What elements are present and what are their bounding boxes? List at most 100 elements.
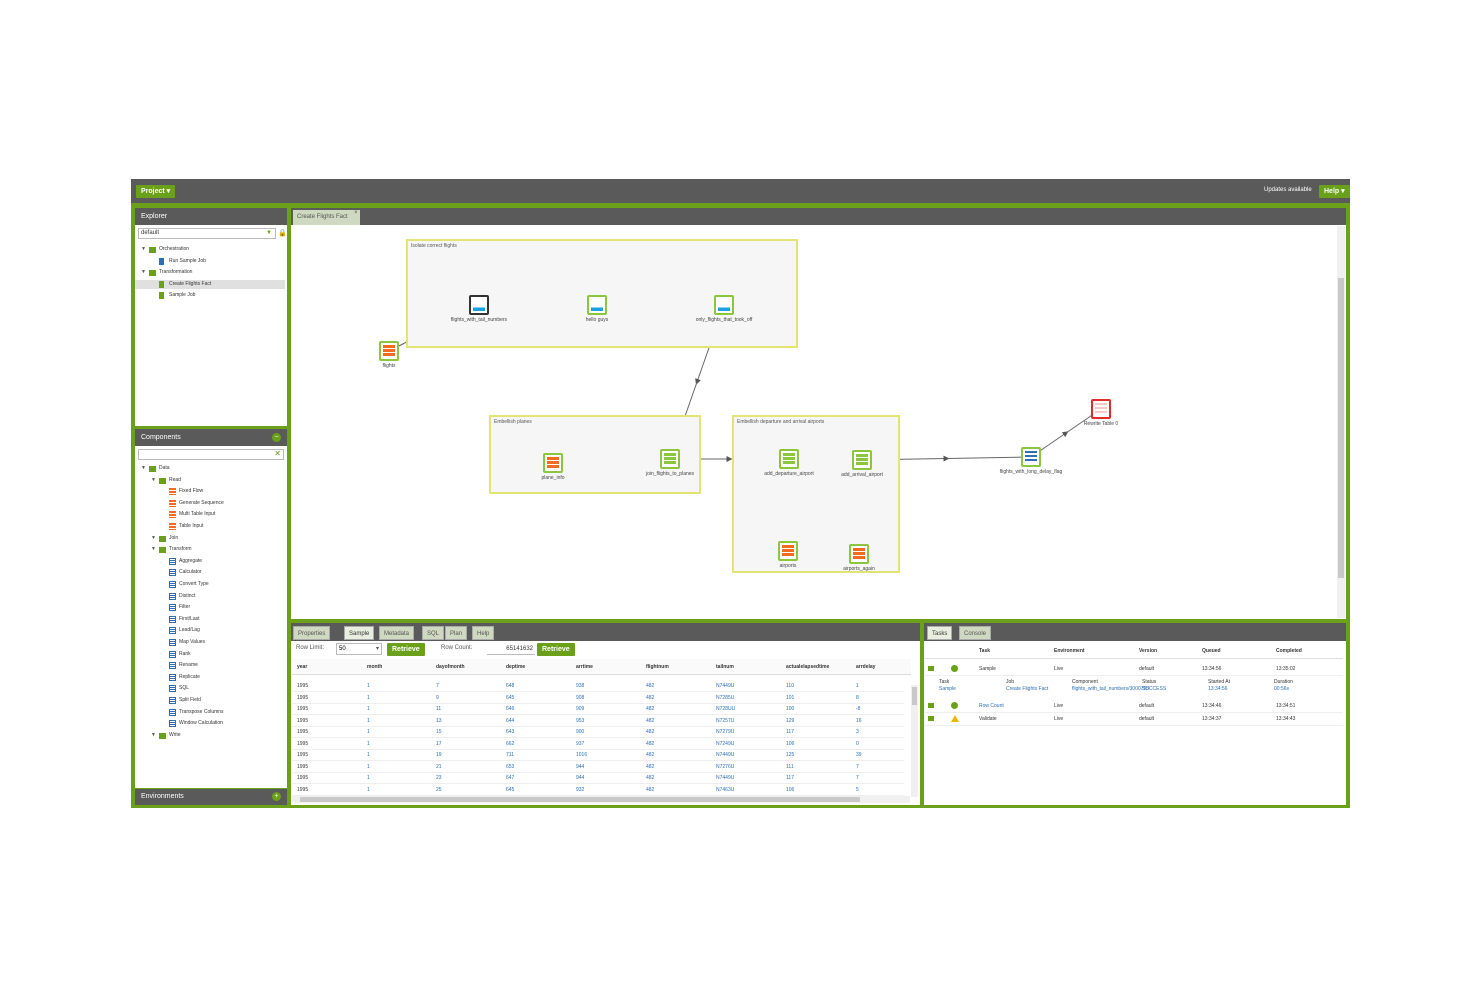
canvas-scrollbar[interactable] [1337,226,1345,618]
expand-arrow-icon[interactable]: ▼ [151,534,156,541]
tree-item[interactable]: Convert Type [135,580,285,589]
tree-item[interactable]: Map Values [135,638,285,647]
expand-arrow-icon[interactable]: ▼ [151,546,156,553]
lock-icon[interactable]: 🔒 [278,230,287,237]
group-box[interactable]: Isolate correct flights [406,239,798,348]
row-limit-select[interactable]: 50 ▾ [336,643,382,655]
column-header[interactable]: year [297,664,308,670]
column-header[interactable]: arrtime [576,664,593,670]
component-node[interactable] [852,450,872,470]
tab-metadata[interactable]: Metadata [379,626,415,640]
retrieve-limit-button[interactable]: Retrieve [387,643,425,656]
tree-item[interactable]: ▼Transform [135,545,285,554]
tree-item[interactable]: ▼Read [135,476,285,485]
group-box[interactable]: Embellish departure and arrival airports [732,415,900,573]
column-header[interactable]: Environment [1054,648,1085,654]
tree-item[interactable]: Split Field [135,696,285,705]
updates-link[interactable]: Updates available [1264,187,1312,193]
close-icon[interactable]: × [354,210,358,216]
tree-item[interactable]: Replicate [135,673,285,682]
clear-icon[interactable]: ✕ [274,449,281,458]
tree-item[interactable]: ▼Write [135,731,285,740]
project-menu-button[interactable]: Project ▾ [136,185,176,198]
tree-item[interactable]: Fixed Flow [135,487,285,496]
tree-item[interactable]: Transpose Columns [135,708,285,717]
tab-properties[interactable]: Properties [293,626,331,640]
help-menu-button[interactable]: Help ▾ [1319,185,1350,198]
tab-tasks[interactable]: Tasks [927,626,953,640]
column-header[interactable]: deptime [506,664,526,670]
component-node[interactable] [379,341,399,361]
expand-row-icon[interactable] [928,716,934,721]
expand-icon[interactable]: + [272,792,281,801]
collapse-icon[interactable]: − [272,433,281,442]
scrollbar-thumb[interactable] [1338,278,1344,578]
expand-arrow-icon[interactable]: ▼ [141,465,146,471]
tree-item[interactable]: Aggregate [135,557,285,566]
component-node[interactable] [779,449,799,469]
tree-item[interactable]: SQL [135,684,285,693]
component-node[interactable] [849,544,869,564]
tree-item[interactable]: ▼Transformation [135,268,285,277]
tab-console[interactable]: Console [959,626,992,640]
component-node[interactable] [587,295,607,315]
column-header[interactable]: actualelapsedtime [786,664,830,670]
tab-plan[interactable]: Plan [445,626,468,640]
tab-help[interactable]: Help [472,626,495,640]
component-search-input[interactable]: ✕ [138,449,284,460]
column-header[interactable]: dayofmonth [436,664,465,670]
column-header[interactable]: month [367,664,383,670]
group-title: Embellish planes [494,419,532,425]
tree-item[interactable]: Rank [135,650,285,659]
column-header[interactable]: flightnum [646,664,669,670]
grid-hscrollbar[interactable] [292,796,910,803]
tree-item[interactable]: Run Sample Job [135,257,285,266]
component-node[interactable] [714,295,734,315]
chevron-down-icon: ▾ [375,646,379,652]
column-header[interactable]: Task [979,648,991,654]
tree-item[interactable]: Table Input [135,522,285,531]
tree-item[interactable]: Filter [135,603,285,612]
tree-item[interactable]: ▼Join [135,534,285,543]
tree-item[interactable]: Multi Table Input [135,510,285,519]
component-node[interactable] [778,541,798,561]
component-node[interactable] [660,449,680,469]
tab-create-flights-fact[interactable]: Create Flights Fact × [293,210,360,225]
tree-item[interactable]: Window Calculation [135,719,285,728]
tree-item[interactable]: Lead/Lag [135,626,285,635]
column-header[interactable]: Queued [1202,648,1221,654]
expand-arrow-icon[interactable]: ▼ [141,269,146,276]
component-node[interactable] [469,295,489,315]
tree-item[interactable]: Distinct [135,592,285,601]
expand-arrow-icon[interactable]: ▼ [141,246,146,252]
environments-panel[interactable]: Environments + [135,789,287,805]
folder-icon [149,270,156,277]
tree-item[interactable]: Create Flights Fact [135,279,285,289]
column-header[interactable]: Version [1139,648,1158,654]
component-node[interactable] [1091,399,1111,419]
column-header[interactable]: arrdelay [856,664,876,670]
scrollbar-thumb[interactable] [300,797,860,802]
component-node[interactable] [1021,447,1041,467]
scrollbar-thumb[interactable] [912,687,917,705]
column-header[interactable]: tailnum [716,664,734,670]
column-header[interactable]: Completed [1276,648,1302,654]
tree-item[interactable]: Rename [135,661,285,670]
tree-item[interactable]: Calculator [135,568,285,577]
tree-item[interactable]: First/Last [135,615,285,624]
tab-sql[interactable]: SQL [422,626,445,640]
expand-row-icon[interactable] [928,703,934,708]
tree-item[interactable]: ▼Data [135,464,285,473]
tree-item[interactable]: Generate Sequence [135,499,285,508]
tab-sample[interactable]: Sample [344,626,375,640]
expand-arrow-icon[interactable]: ▼ [151,476,156,483]
retrieve-count-button[interactable]: Retrieve [537,643,575,656]
expand-row-icon[interactable] [928,666,934,671]
expand-arrow-icon[interactable]: ▼ [151,731,156,738]
project-select[interactable]: default ▼ [138,228,276,239]
component-node[interactable] [543,453,563,473]
tree-item[interactable]: Sample Job [135,291,285,300]
grid-vscrollbar[interactable] [911,685,918,797]
tree-item[interactable]: ▼Orchestration [135,245,285,254]
